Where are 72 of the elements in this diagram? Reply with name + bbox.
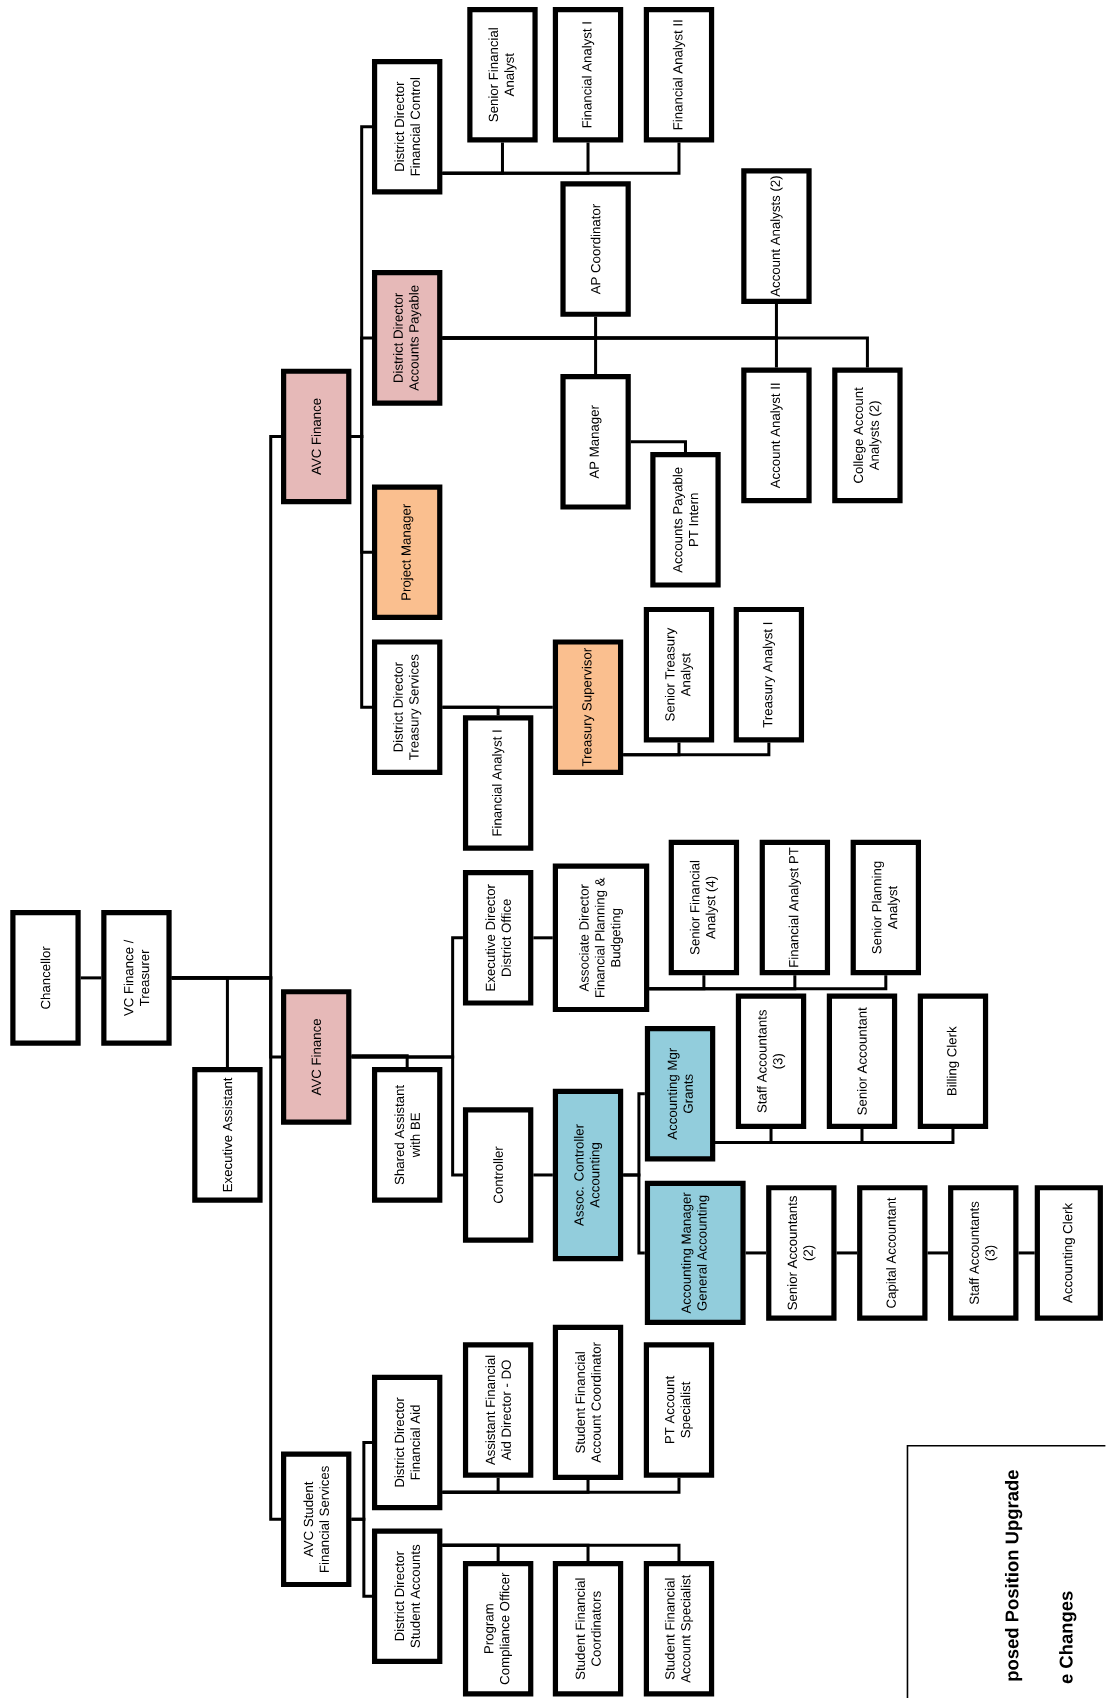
position-box: Student Financial Coordinators (553, 1560, 624, 1697)
position-box: AVC Finance (281, 989, 352, 1125)
position-box: Senior Planning Analyst (850, 839, 922, 976)
connector-line (1018, 1251, 1035, 1255)
position-box: Executive Assistant (192, 1067, 263, 1203)
connector-line (442, 1543, 681, 1561)
position-box: Capital Accountant (857, 1185, 928, 1321)
legend-text: e Changes (1059, 1591, 1077, 1684)
position-box: Senior Financial Analyst (4) (668, 839, 740, 976)
connector-line (533, 1173, 553, 1177)
connector-line (927, 1251, 949, 1255)
position-box: Accounting Clerk (1034, 1185, 1104, 1321)
position-box: District Director Financial Aid (372, 1374, 443, 1511)
position-box: Financial Analyst I (553, 6, 624, 143)
position-box: VC Finance / Treasurer (101, 910, 172, 1046)
position-box: Shared Assistant with BE (372, 1067, 443, 1203)
position-box: Executive Director District Office (463, 870, 534, 1006)
position-box: Financial Analyst PT (759, 839, 831, 976)
connector-line (351, 1055, 464, 1177)
connector-line (442, 336, 870, 368)
connector-line (351, 1517, 373, 1598)
position-box: District Director Accounts Payable (372, 270, 443, 406)
position-box: College Account Analysts (2) (832, 367, 903, 504)
position-box: Staff Accountants (3) (736, 993, 807, 1130)
position-box: PT Account Specialist (643, 1342, 715, 1478)
position-box: Staff Accountants (3) (948, 1185, 1019, 1321)
position-box: AVC Finance (281, 368, 352, 505)
position-box: Accounts Payable PT Intern (650, 452, 721, 588)
connector-line (351, 1054, 409, 1068)
connector-line (623, 742, 771, 757)
connector-line (533, 936, 553, 940)
position-box: AP Manager (560, 374, 631, 510)
connector-line (649, 975, 888, 991)
connector-line (80, 976, 102, 980)
connector-line (351, 434, 373, 709)
position-box: Accounting Manager General Accounting (645, 1180, 746, 1326)
position-box: District Director Treasury Services (372, 639, 443, 775)
position-box: Controller (463, 1107, 534, 1243)
position-box: Account Analyst II (741, 367, 812, 504)
connector-line (442, 142, 681, 175)
position-box: Student Financial Account Specialist (643, 1560, 715, 1697)
connector-line (623, 1173, 645, 1255)
position-box: Project Manager (372, 484, 443, 621)
position-box: Assistant Financial Aid Director - DO (463, 1342, 534, 1478)
connector-line (442, 1477, 681, 1494)
connector-line (171, 976, 282, 1521)
position-box: Senior Accountants (2) (766, 1185, 837, 1321)
position-box: AP Coordinator (560, 181, 631, 317)
position-box: AVC Student Financial Services (281, 1451, 352, 1588)
position-box: Account Analysts (2) (741, 168, 812, 304)
position-box: Associate Director Financial Planning & Budgeting (552, 863, 650, 1013)
position-box: Senior Treasury Analyst (643, 606, 715, 743)
position-box: Financial Analyst II (643, 6, 715, 143)
connector-line (745, 1251, 767, 1255)
position-box: Senior Accountant (827, 993, 898, 1130)
position-box: District Director Financial Control (372, 58, 443, 195)
connector-line (442, 705, 500, 716)
position-box: Accounting Mgr Grants (645, 1025, 716, 1162)
connector-line (836, 1251, 858, 1255)
position-box: Treasury Supervisor (553, 639, 624, 775)
position-box: Assoc. Controller Accounting (553, 1088, 624, 1262)
position-box: Financial Analyst I (463, 715, 534, 851)
position-box: Billing Clerk (917, 993, 989, 1130)
position-box: Senior Financial Analyst (467, 6, 538, 143)
position-box: Student Financial Account Coordinator (553, 1324, 624, 1480)
position-box: Chancellor (10, 910, 81, 1046)
connector-line (715, 1129, 955, 1144)
position-box: District Director Student Accounts (372, 1528, 443, 1664)
position-box: Treasury Analyst I (733, 606, 805, 743)
connector-line (631, 440, 688, 453)
legend-text: posed Position Upgrade (1005, 1470, 1023, 1681)
position-box: Program Compliance Officer (463, 1560, 534, 1697)
